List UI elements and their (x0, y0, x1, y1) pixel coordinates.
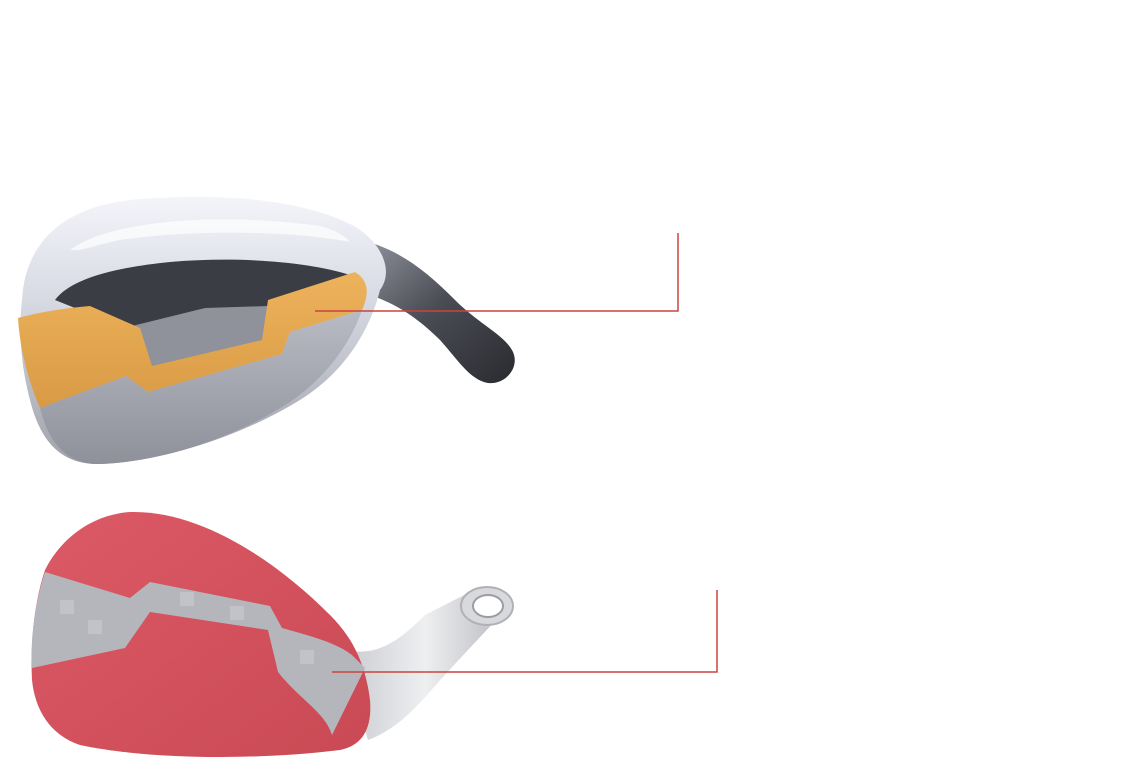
lower-wedge-head-icon (31, 511, 514, 757)
upper-wedge-head-icon (18, 196, 515, 465)
upper-sole (40, 310, 362, 465)
lower-hosel-bore (472, 594, 504, 618)
upper-insert (18, 272, 367, 408)
lower-core-band (31, 572, 365, 735)
lower-hosel (340, 592, 510, 740)
lower-core-texture (60, 592, 314, 664)
lower-head-section (31, 511, 371, 757)
upper-cavity-floor (132, 306, 268, 368)
lower-callout-line (332, 590, 718, 673)
upper-callout-line (315, 233, 679, 312)
upper-highlight (70, 219, 350, 251)
